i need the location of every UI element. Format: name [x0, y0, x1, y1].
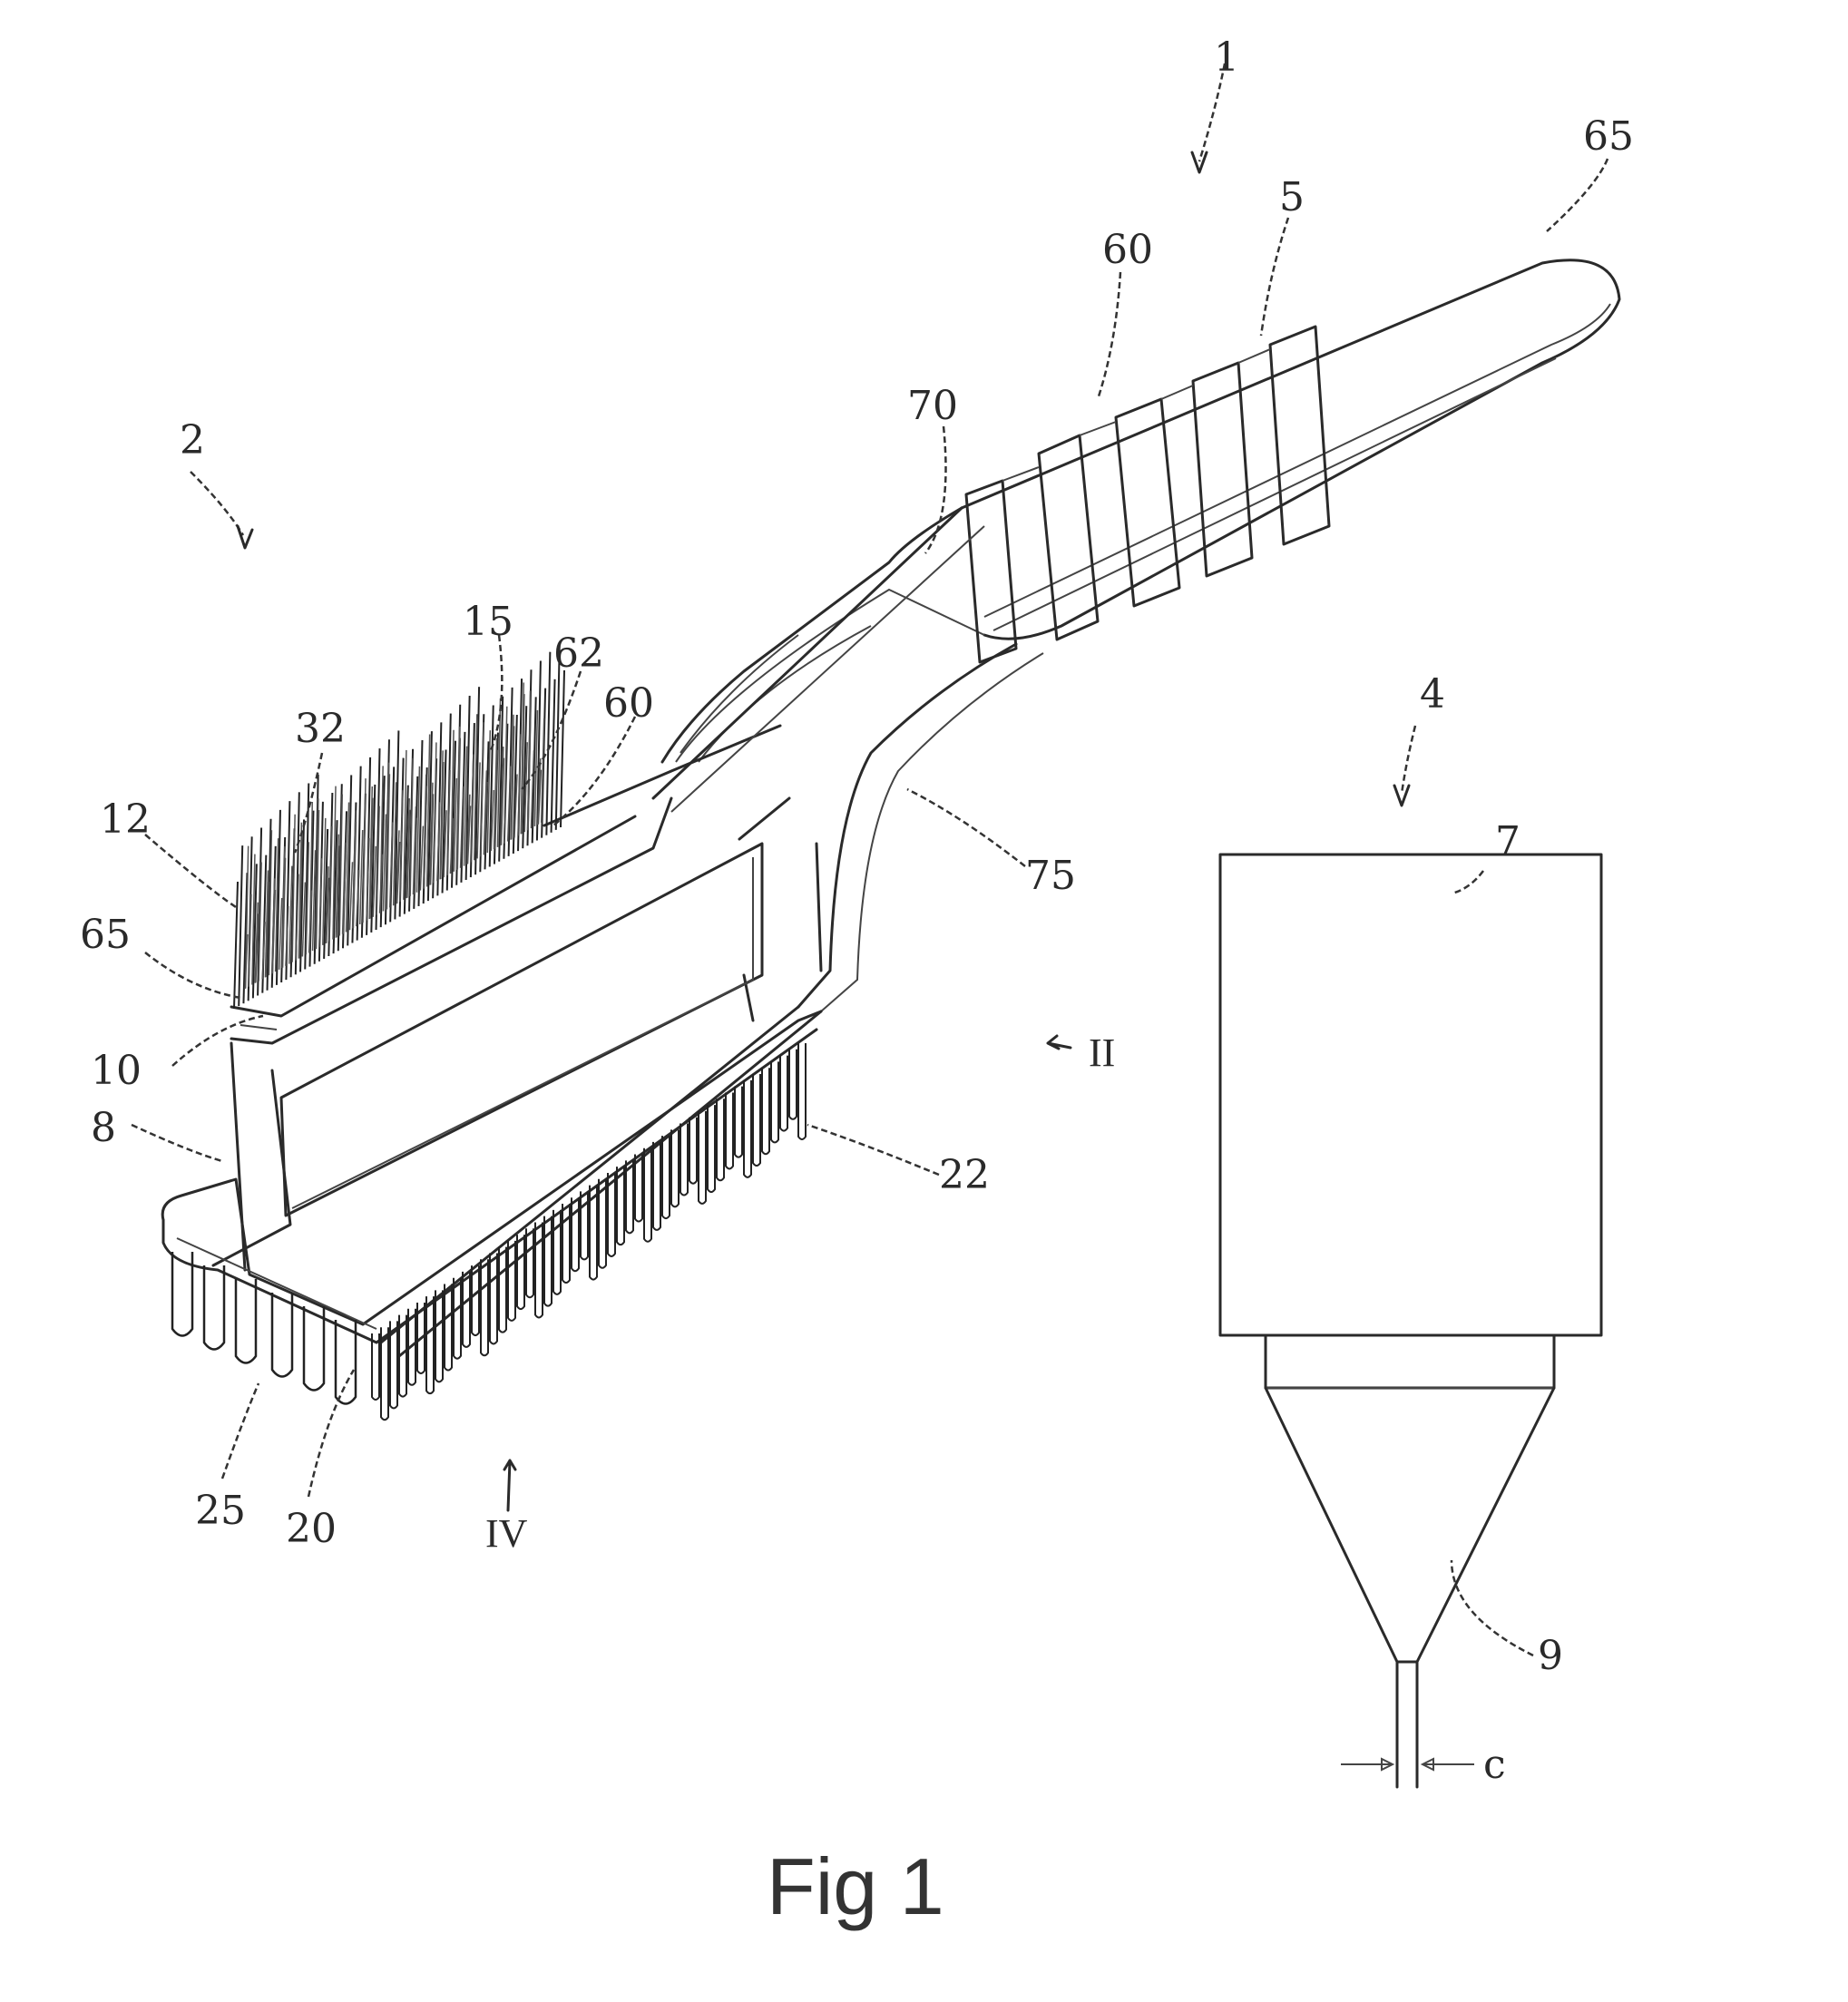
label-22: 22: [939, 1152, 990, 1198]
bristle-pin: [762, 1068, 769, 1154]
label-II: II: [1089, 1030, 1115, 1075]
label-60-handle: 60: [1102, 227, 1153, 273]
bristle-pin: [426, 1296, 434, 1393]
connector-collar: [1266, 1335, 1554, 1388]
label-10: 10: [91, 1048, 142, 1094]
bristle-pin: [635, 1155, 642, 1222]
bristle-pin: [472, 1265, 479, 1335]
bristle-pin: [699, 1111, 706, 1204]
bristle-pin: [653, 1142, 660, 1230]
label-62: 62: [553, 630, 604, 677]
label-9: 9: [1538, 1633, 1563, 1679]
label-32: 32: [295, 706, 346, 752]
bristle-pin: [490, 1253, 497, 1343]
lower-bristles: [172, 1043, 806, 1420]
bristle-pin: [671, 1129, 679, 1206]
label-7: 7: [1495, 818, 1520, 864]
bristle-pin: [744, 1080, 751, 1177]
container-body: [1220, 855, 1601, 1335]
bristle-pin: [508, 1241, 515, 1321]
bristle: [234, 882, 238, 1009]
label-60-head: 60: [603, 680, 654, 727]
bristle: [552, 679, 555, 833]
brush-handle: [662, 260, 1619, 762]
bristle-pin: [463, 1272, 470, 1347]
label-IV: IV: [485, 1511, 528, 1556]
bristle-pin: [771, 1061, 778, 1142]
upper-bristles: [234, 643, 564, 1009]
label-12: 12: [100, 796, 151, 843]
lower-brush-head: [162, 1011, 821, 1343]
bristle-pin: [499, 1247, 506, 1333]
bristle-pin: [526, 1228, 533, 1297]
bristle: [239, 845, 242, 1006]
bristle: [546, 652, 550, 835]
bristle-pin: [435, 1290, 443, 1382]
label-15: 15: [463, 599, 513, 645]
label-8: 8: [91, 1105, 116, 1151]
label-70: 70: [907, 383, 958, 429]
label-65-head: 65: [80, 912, 131, 958]
bristle-pin: [689, 1118, 697, 1184]
bristle: [561, 670, 564, 827]
bristle-pin: [553, 1210, 561, 1294]
bristle-pin: [544, 1216, 552, 1306]
label-4: 4: [1420, 671, 1445, 718]
label-75: 75: [1025, 853, 1076, 899]
bristle-pin: [562, 1204, 570, 1283]
label-c: c: [1483, 1742, 1506, 1788]
bristle-pin: [780, 1056, 787, 1131]
tip-pin: [304, 1306, 324, 1391]
bristle-pin: [789, 1050, 797, 1119]
upper-brush-head: [231, 508, 984, 1043]
bristle-pin: [445, 1284, 452, 1371]
label-1: 1: [1214, 34, 1239, 81]
label-25: 25: [195, 1488, 246, 1534]
tip-pin: [236, 1279, 256, 1363]
bristle-pin: [726, 1092, 733, 1168]
label-5: 5: [1279, 174, 1305, 220]
figure-caption: Fig 1: [767, 1841, 944, 1931]
bristle-pin: [717, 1099, 724, 1180]
bristle-pin: [481, 1259, 488, 1355]
bristle-pin: [735, 1087, 742, 1157]
tip-pin: [204, 1265, 224, 1350]
bristle-pin: [680, 1124, 688, 1196]
bristle-pin: [454, 1278, 461, 1359]
nozzle-cone: [1266, 1388, 1554, 1662]
tip-pin: [272, 1293, 292, 1377]
bristle: [350, 862, 353, 930]
bristle-pin: [517, 1235, 524, 1309]
reference-labels: 1 65 5 60 70 2 15 62 60 32 12 65 10 8 75…: [80, 34, 1634, 1788]
label-20: 20: [286, 1506, 337, 1552]
bristle-pin: [535, 1222, 543, 1317]
nozzle-outlet: [1397, 1662, 1417, 1787]
bristle-pin: [662, 1136, 670, 1218]
bristle-pin: [753, 1074, 760, 1166]
label-65-handle: 65: [1583, 113, 1634, 160]
bristle-pin: [798, 1043, 806, 1139]
bristle-pin: [708, 1105, 715, 1192]
bristle-pin: [644, 1148, 651, 1242]
label-2: 2: [180, 417, 205, 464]
